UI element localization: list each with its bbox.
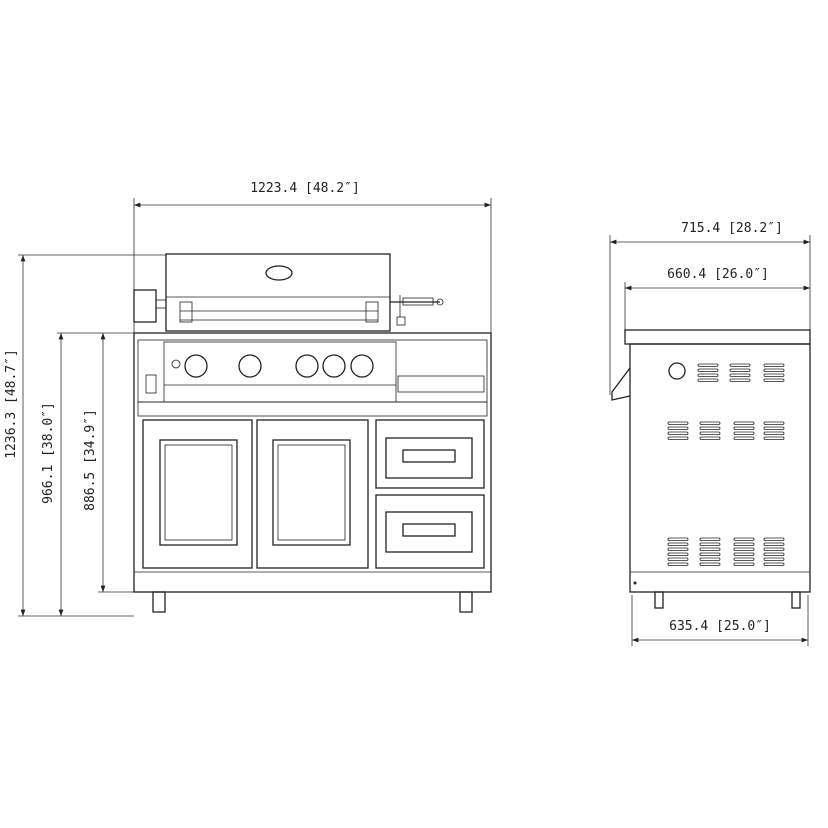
vent-slot	[733, 421, 755, 425]
vent-slot	[699, 436, 721, 440]
vent-slot	[763, 378, 785, 382]
width-label: 1223.4 [48.2″]	[250, 181, 360, 196]
vent-slot	[763, 557, 785, 561]
burner-knobs	[184, 354, 374, 378]
height-dimensions: 1236.3 [48.7″] 966.1 [38.0″] 886.5 [34.9…	[4, 254, 166, 617]
depth-counter-label: 660.4 [26.0″]	[667, 267, 769, 282]
vent-slot	[733, 537, 755, 541]
side-view	[611, 329, 811, 609]
vent-slot	[763, 426, 785, 430]
vent-slot	[729, 378, 751, 382]
foot	[791, 591, 801, 609]
rotisserie-motor	[133, 289, 167, 323]
depth-total-label: 715.4 [28.2″]	[681, 221, 783, 236]
hood-thermometer	[265, 265, 293, 281]
vent-slot	[697, 368, 719, 372]
right-door[interactable]	[256, 419, 369, 569]
vent-slot	[667, 552, 689, 556]
vent-slot	[667, 547, 689, 551]
top-drawer[interactable]	[375, 419, 485, 489]
left-door[interactable]	[142, 419, 253, 569]
vent-slot	[697, 363, 719, 367]
knob-1[interactable]	[184, 354, 208, 378]
knob-2[interactable]	[238, 354, 262, 378]
vent-slot	[667, 426, 689, 430]
vent-slot	[729, 373, 751, 377]
vent-slot	[763, 436, 785, 440]
knob-5[interactable]	[350, 354, 374, 378]
vent-slot	[733, 557, 755, 561]
vent-slot	[763, 431, 785, 435]
vent-slot	[763, 363, 785, 367]
front-view	[133, 253, 492, 613]
vent-slot	[729, 363, 751, 367]
vent-slot	[733, 436, 755, 440]
vent-slot	[667, 537, 689, 541]
vent-slot	[763, 537, 785, 541]
vent-slot	[733, 431, 755, 435]
depth-base-label: 635.4 [25.0″]	[669, 619, 771, 634]
vent-slot	[699, 421, 721, 425]
vent-slot	[699, 552, 721, 556]
vent-slot	[667, 562, 689, 566]
vent-slot	[763, 542, 785, 546]
vent-slot	[699, 562, 721, 566]
igniter-switch[interactable]	[145, 374, 157, 394]
foot	[654, 591, 664, 609]
foot	[459, 591, 473, 613]
knob-4[interactable]	[322, 354, 346, 378]
vent-slot	[733, 562, 755, 566]
vent-slot	[699, 547, 721, 551]
vent-slot	[763, 368, 785, 372]
vent-slot	[733, 426, 755, 430]
rotisserie-handle	[390, 295, 444, 326]
vent-slot	[729, 368, 751, 372]
vent-slot	[763, 562, 785, 566]
width-dimension: 1223.4 [48.2″]	[133, 181, 492, 335]
vent-slot	[733, 552, 755, 556]
vent-slot	[763, 373, 785, 377]
cabinet-height-label: 886.5 [34.9″]	[83, 409, 98, 511]
vent-slot	[699, 557, 721, 561]
vent-slot	[667, 557, 689, 561]
bottom-drawer[interactable]	[375, 494, 485, 569]
vent-slot	[697, 373, 719, 377]
total-height-label: 1236.3 [48.7″]	[4, 349, 19, 459]
vent-slot	[667, 436, 689, 440]
counter-height-label: 966.1 [38.0″]	[41, 402, 56, 504]
vent-slot	[667, 431, 689, 435]
vent-slot	[667, 421, 689, 425]
vent-slot	[763, 552, 785, 556]
knob-3[interactable]	[295, 354, 319, 378]
vent-slot	[763, 547, 785, 551]
vent-slot	[699, 537, 721, 541]
vent-slot	[763, 421, 785, 425]
vent-slot	[699, 426, 721, 430]
side-dimensions: 715.4 [28.2″] 660.4 [26.0″] 635.4 [25.0″…	[609, 221, 811, 646]
vent-slot	[699, 431, 721, 435]
vent-slot	[697, 378, 719, 382]
vent-slot	[733, 542, 755, 546]
vent-slot	[733, 547, 755, 551]
vent-slot	[667, 542, 689, 546]
foot	[152, 591, 166, 613]
vent-slot	[699, 542, 721, 546]
